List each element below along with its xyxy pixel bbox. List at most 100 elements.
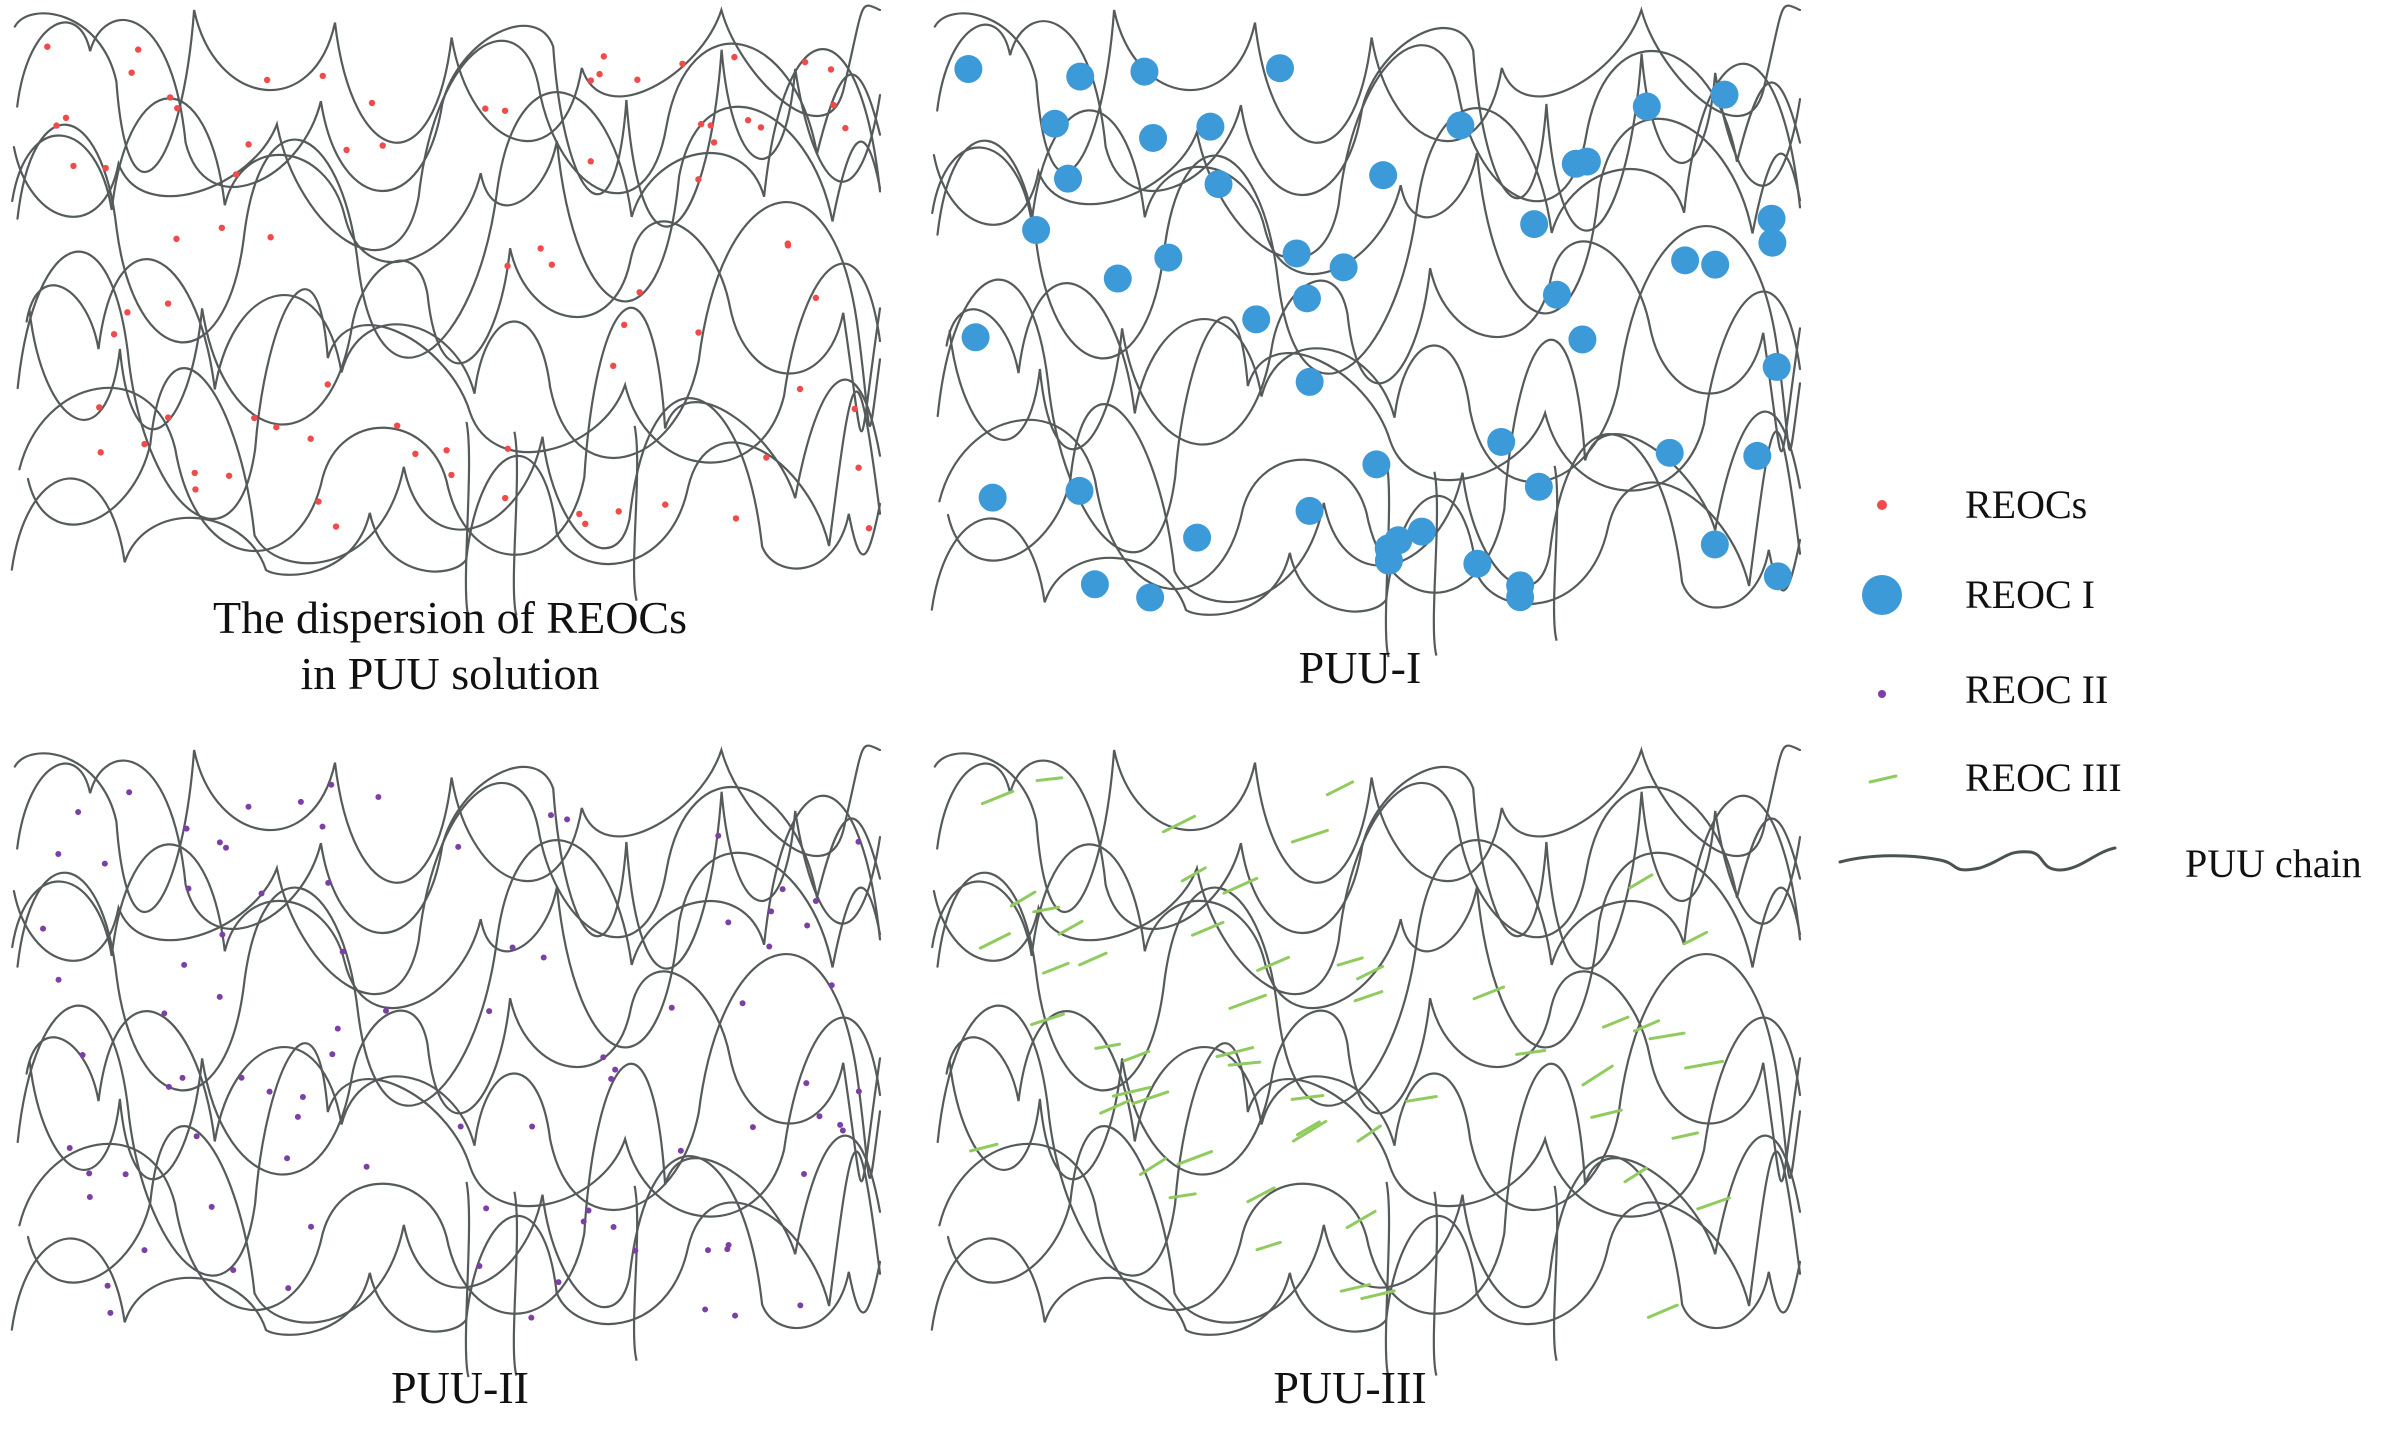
reoc-2-particle	[632, 1247, 639, 1254]
puu-chain	[1432, 1191, 1439, 1376]
reocs-particle	[218, 224, 226, 232]
reoc-2-particle	[319, 823, 326, 830]
reoc-2-particle	[725, 919, 732, 926]
reocs-particle	[615, 508, 622, 515]
reoc-1-particle	[1154, 243, 1183, 272]
reocs-particle	[610, 362, 617, 370]
reoc-1-particle	[1282, 239, 1311, 268]
reoc-3-particle	[969, 1142, 999, 1153]
reoc-2-particle	[107, 1309, 114, 1316]
reocs-particle	[191, 469, 198, 477]
reocs-particle	[393, 422, 401, 429]
puu-chain	[25, 953, 882, 1211]
reocs-particle	[412, 450, 419, 458]
reoc-2-particle	[308, 1223, 315, 1230]
reoc-3-particle	[1161, 814, 1197, 834]
reoc-2-particle	[855, 838, 862, 845]
reocs-particle	[174, 104, 181, 112]
reoc-2-particle	[455, 843, 462, 850]
reocs-particle	[662, 501, 669, 508]
reocs-particle	[324, 381, 331, 388]
reoc-2-particle	[564, 816, 571, 823]
legend-label-reocs: REOCs	[1965, 482, 2088, 527]
reocs-particle	[273, 424, 280, 431]
polymer-network-puu-2	[10, 744, 882, 1378]
caption-line-1: The dispersion of REOCs	[212, 592, 687, 643]
reoc-1-particle	[1520, 210, 1549, 239]
reoc-2-particle	[483, 1205, 490, 1212]
reoc-1-particle	[1506, 571, 1535, 600]
reoc-3-particle	[1228, 993, 1267, 1010]
reoc-1-particle	[1487, 427, 1516, 456]
reoc-1-particle	[1700, 530, 1729, 559]
reocs-particle	[263, 76, 271, 84]
reoc-2-particle	[732, 1312, 739, 1319]
puu-chain	[16, 794, 882, 1107]
puu-chain	[16, 759, 882, 970]
reoc-2-particle	[739, 1000, 746, 1007]
reocs-particle	[379, 142, 386, 149]
puu-chain	[1432, 471, 1439, 656]
reoc-2-particle	[724, 1246, 731, 1253]
reocs-particle	[851, 405, 858, 413]
reocs-particle	[267, 234, 274, 241]
reoc-1-particle	[1671, 246, 1700, 275]
polymer-network-puu-3	[930, 744, 1802, 1378]
reoc-2-particle	[766, 943, 773, 950]
reoc-3-particle	[1255, 1240, 1282, 1252]
puu-chain	[930, 1150, 1802, 1336]
reoc-1-particle	[1292, 284, 1321, 313]
puu-chain	[1552, 1185, 1559, 1361]
reocs-particle	[102, 164, 109, 172]
reocs-particle	[70, 162, 77, 170]
reoc-1-particle	[954, 55, 983, 84]
reoc-3-particle	[980, 789, 1015, 806]
reoc-2-particle	[329, 1051, 336, 1058]
reoc-2-particle	[55, 976, 62, 983]
reoc-1-particle	[1743, 441, 1772, 470]
reoc-1-particle	[1407, 517, 1436, 546]
reoc-3-particle	[1356, 1124, 1382, 1143]
reocs-particle	[501, 107, 509, 114]
reoc-2-particle	[185, 885, 192, 892]
reocs-particle	[448, 471, 455, 479]
reoc-3-particle	[1590, 1108, 1623, 1119]
reoc-2-particle	[266, 1088, 273, 1095]
reoc-1-particle	[1568, 325, 1597, 354]
reoc-3-particle	[1215, 1046, 1255, 1059]
reoc-2-particle	[334, 1025, 341, 1032]
reocs-particle	[332, 523, 340, 530]
reocs-particle	[731, 53, 738, 61]
reoc-3-particle	[1601, 1015, 1630, 1029]
reoc-1-particle	[1054, 164, 1083, 193]
reoc-3-particle	[1256, 955, 1291, 972]
puu-chain	[16, 1004, 882, 1277]
reoc-3-particle	[1180, 866, 1207, 883]
puu-chain	[948, 970, 1802, 1183]
reoc-2-particle	[258, 890, 265, 897]
reoc-3-particle	[1515, 1049, 1547, 1056]
reocs-particle	[842, 124, 849, 132]
reoc-1-particle	[1204, 170, 1233, 199]
reoc-1-particle	[1130, 57, 1159, 86]
reoc-1-particle	[1265, 54, 1294, 83]
reoc-3-particle	[1646, 1303, 1679, 1319]
reoc-2-particle	[839, 1127, 846, 1134]
reoc-2-particle	[339, 948, 346, 955]
reoc-2-particle	[40, 925, 47, 932]
puu-chain	[933, 744, 1802, 913]
reoc-1-particle	[1329, 253, 1358, 282]
reoc-2-particle	[457, 1123, 464, 1130]
reocs-particle	[827, 66, 835, 73]
reoc-3-particle	[1138, 1157, 1167, 1176]
reoc-2-particle	[837, 1121, 844, 1128]
reoc-1-particle	[1040, 109, 1069, 138]
reocs-particle	[812, 294, 820, 302]
reocs-particle	[732, 515, 740, 522]
reoc-3-particle	[1035, 776, 1064, 783]
reoc-3-particle	[1176, 1150, 1214, 1166]
reoc-2-particle	[216, 839, 223, 846]
reoc-2-particle	[668, 1004, 675, 1011]
reoc-3-particle	[1041, 961, 1070, 975]
puu-chain	[945, 225, 1802, 483]
